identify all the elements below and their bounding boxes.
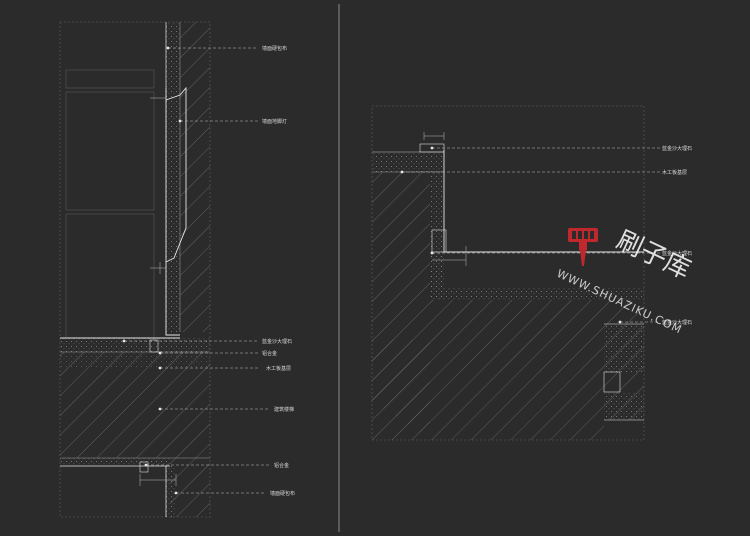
watermark-brand: 刷子库: [612, 225, 695, 285]
label-marble-top: 蓝金沙大理石: [662, 145, 692, 152]
label-marble-low: 蓝金沙大理石: [662, 319, 692, 326]
label-aluminum-lower: 铝合金: [274, 462, 289, 469]
label-building-stair: 建筑楼梯: [274, 406, 294, 413]
label-marble-mid: 蓝金沙大理石: [662, 250, 692, 257]
brush-logo-icon: [568, 228, 598, 266]
left-section-drawing: [59, 21, 270, 518]
label-wall-fabric: 墙面硬包布: [262, 45, 287, 52]
label-aluminum: 铝合金: [262, 350, 277, 357]
left-labels: 墙面硬包布 墙面地脚灯 蓝金沙大理石 铝合金 木工板基层 建筑楼梯 铝合金 墙面…: [262, 45, 295, 497]
right-labels: 蓝金沙大理石 木工板基层 蓝金沙大理石 蓝金沙大理石: [662, 145, 692, 326]
label-plywood-base-right: 木工板基层: [662, 169, 687, 176]
label-wall-fabric-lower: 墙面硬包布: [270, 490, 295, 497]
label-marble: 蓝金沙大理石: [262, 338, 292, 345]
right-section-drawing: [371, 105, 660, 441]
label-wall-light: 墙面地脚灯: [262, 118, 287, 125]
label-plywood-base: 木工板基层: [266, 365, 291, 372]
